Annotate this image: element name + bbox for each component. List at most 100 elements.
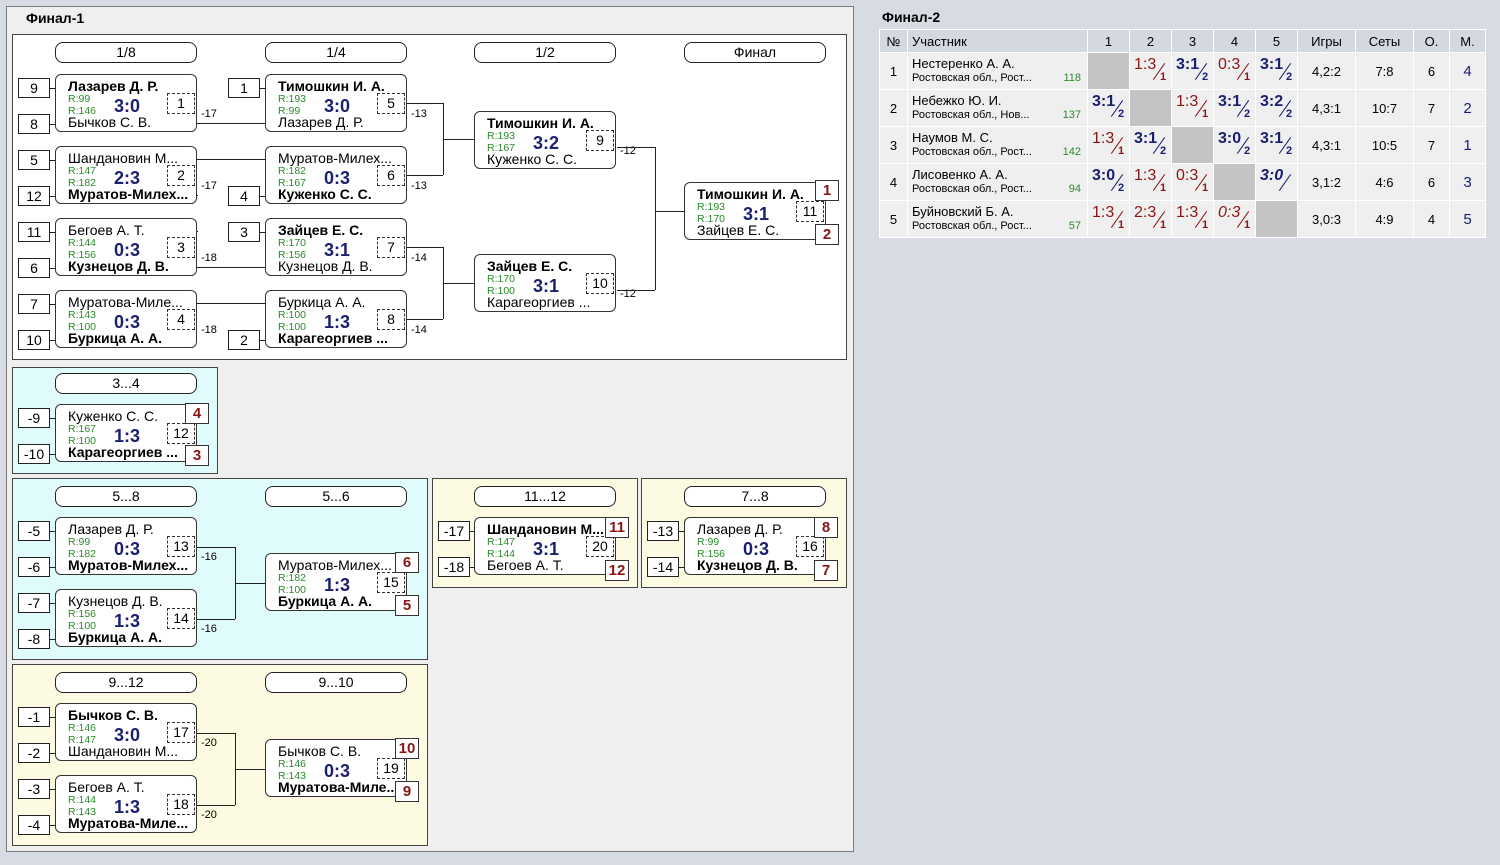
loser-goto: -12 [620,145,636,157]
player-top: Кузнецов Д. В. [68,594,163,609]
loser-goto: -20 [201,809,217,821]
games-cell: 3,1:2 [1297,163,1356,201]
participant-cell: Наумов М. С.Ростовская обл., Рост...142 [907,126,1088,164]
player-top: Буркица А. А. [278,295,366,310]
bracket-line [197,231,198,232]
round-label: Финал [684,42,826,63]
participant-region: Ростовская обл., Рост...94 [908,182,1087,196]
diagonal-cell [1171,126,1214,164]
match-number: 7 [377,237,405,258]
player-top: Лазарев Д. Р. [697,522,783,537]
rating-bottom: R:100 [278,584,307,596]
place-cell: 4 [1449,52,1486,90]
result-points: 2 [1202,71,1209,83]
region-text: Ростовская обл., Нов... [912,109,1030,121]
match-number: 2 [167,165,195,186]
bracket-line [617,147,655,148]
diagonal-cell [1213,163,1256,201]
match-number: 1 [167,93,195,114]
games-cell: 4,3:1 [1297,89,1356,127]
player-top: Зайцев Е. С. [487,259,573,274]
rating-top: R:144 [68,237,97,249]
points-cell: 4 [1413,200,1450,238]
place-box: 12 [605,560,629,581]
result-cell: 3:0 [1255,163,1298,201]
match-number: 9 [586,130,614,151]
seed-box: 11 [18,222,50,242]
player-bottom: Бычков С. В. [68,115,152,130]
rating-bottom: R:156 [68,249,97,261]
round-label: 3...4 [55,373,197,394]
result-score: 3:1 [1260,130,1284,147]
seed-box: 2 [228,330,260,350]
rating-top: R:182 [278,572,307,584]
bracket-line [50,789,55,790]
loser-goto: -16 [201,623,217,635]
participant-name: Лисовенко А. А. [912,168,1008,182]
result-points: 1 [1160,182,1167,194]
games-cell: 4,3:1 [1297,126,1356,164]
player-bottom: Шандановин М... [68,744,179,759]
sets-cell: 4:9 [1355,200,1414,238]
bracket-line [407,319,443,320]
rating-top: R:99 [68,93,91,105]
player-bottom: Карагеоргиев ... [278,331,388,346]
seed-box: 6 [18,258,50,278]
bracket-line [50,304,55,305]
rating-top: R:143 [68,309,97,321]
result-points: 2 [1286,71,1293,83]
rating-bottom: R:100 [68,620,97,632]
participant-rating: 142 [1062,146,1081,158]
bracket-line [679,531,684,532]
loser-goto: -17 [201,108,217,120]
participant-cell: Лисовенко А. А.Ростовская обл., Рост...9… [907,163,1088,201]
place-cell: 1 [1449,126,1486,164]
participant-rating: 137 [1062,109,1081,121]
rating-top: R:99 [697,536,720,548]
seed-box: -8 [18,629,50,649]
diagonal-cell [1255,200,1298,238]
rating-top: R:167 [68,423,97,435]
bracket-line [197,733,235,734]
row-number: 5 [879,200,908,238]
loser-goto: -14 [411,252,427,264]
match-score: 1:3 [113,797,140,817]
player-top: Лазарев Д. Р. [68,522,154,537]
seed-box: -13 [647,521,679,541]
seed-box: 9 [18,78,50,98]
match-number: 19 [377,758,405,779]
result-score: 1:3 [1092,130,1115,147]
result-score: 0:3 [1218,56,1241,73]
points-cell: 7 [1413,126,1450,164]
match-number: 4 [167,309,195,330]
match-score: 3:0 [113,96,140,116]
bracket-line [197,619,235,620]
bracket-line [50,454,55,455]
rating-bottom: R:167 [487,142,516,154]
rating-top: R:146 [68,722,97,734]
match-score: 1:3 [113,426,140,446]
match-number: 5 [377,93,405,114]
bracket-line [655,147,656,290]
match-number: 6 [377,165,405,186]
col-place: М. [1449,29,1486,53]
rating-bottom: R:100 [68,321,97,333]
